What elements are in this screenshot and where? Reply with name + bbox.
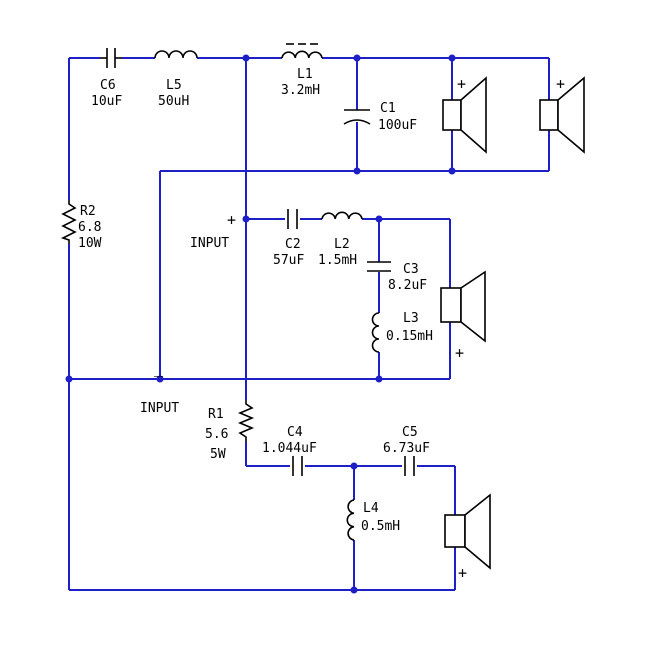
l3-name: L3 <box>403 311 419 326</box>
c5-value: 6.73uF <box>383 441 430 456</box>
c4-value: 1.044uF <box>262 441 317 456</box>
capacitor-c3: C3 8.2uF <box>367 261 427 293</box>
c1-name: C1 <box>380 101 396 116</box>
speaker-1-icon: + <box>442 75 487 154</box>
c6-name: C6 <box>100 78 116 93</box>
c3-value: 8.2uF <box>388 278 427 293</box>
c6-value: 10uF <box>91 94 122 109</box>
input-minus-label: INPUT <box>140 401 179 416</box>
l1-value: 3.2mH <box>281 83 320 98</box>
inductor-l4: L4 0.5mH <box>346 499 400 541</box>
capacitor-c6: C6 10uF <box>91 48 122 109</box>
resistor-r2: R2 6.8 10W <box>60 200 102 251</box>
capacitor-c4: C4 1.044uF <box>262 425 317 476</box>
inductor-l1: L1 3.2mH <box>281 43 323 98</box>
l5-name: L5 <box>166 78 182 93</box>
capacitor-c1: C1 100uF <box>343 101 417 133</box>
l3-value: 0.15mH <box>386 329 433 344</box>
input-plus-sign: + <box>227 211 236 229</box>
input-plus-label: INPUT <box>190 236 229 251</box>
wires <box>68 57 550 591</box>
r1-value: 5.6 <box>205 427 228 442</box>
speaker-4-icon: + <box>444 493 491 582</box>
c2-value: 57uF <box>273 253 304 268</box>
l4-value: 0.5mH <box>361 519 400 534</box>
capacitor-c2: C2 57uF <box>273 209 304 268</box>
c3-name: C3 <box>403 262 419 277</box>
speaker-1-polarity: + <box>457 75 466 93</box>
speaker-2-polarity: + <box>556 75 565 93</box>
speaker-3-icon: + <box>440 270 486 362</box>
c5-name: C5 <box>402 425 418 440</box>
l2-name: L2 <box>334 237 350 252</box>
c1-value: 100uF <box>378 118 417 133</box>
inductor-l5: L5 50uH <box>154 50 198 109</box>
c4-name: C4 <box>287 425 303 440</box>
junction-dots <box>65 54 456 594</box>
r1-name: R1 <box>208 407 224 422</box>
l4-name: L4 <box>363 501 379 516</box>
speaker-3-polarity: + <box>455 344 464 362</box>
l2-value: 1.5mH <box>318 253 357 268</box>
r2-name: R2 <box>80 204 96 219</box>
speaker-2-icon: + <box>539 75 585 154</box>
capacitor-c5: C5 6.73uF <box>383 425 430 476</box>
r1-power: 5W <box>210 447 226 462</box>
input-terminals: + INPUT _ INPUT <box>140 211 236 416</box>
l1-name: L1 <box>297 67 313 82</box>
l5-value: 50uH <box>158 94 189 109</box>
inductor-l2: L2 1.5mH <box>318 211 363 268</box>
c2-name: C2 <box>285 237 301 252</box>
r2-power: 10W <box>78 236 102 251</box>
r2-value: 6.8 <box>78 220 101 235</box>
input-minus-sign: _ <box>154 359 164 377</box>
resistor-r1: R1 5.6 5W <box>205 400 255 462</box>
inductor-l3: L3 0.15mH <box>371 311 433 353</box>
speaker-4-polarity: + <box>458 564 467 582</box>
